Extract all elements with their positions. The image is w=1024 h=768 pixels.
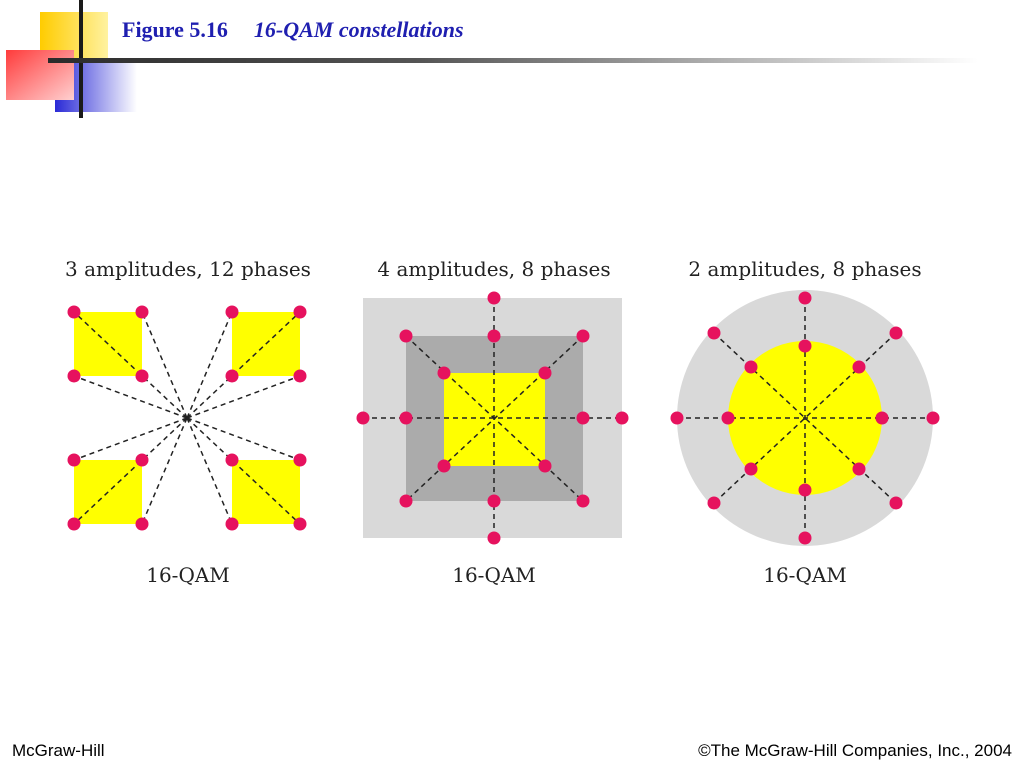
constellation-point [356, 411, 370, 425]
constellation-points-3 [670, 291, 940, 545]
diagram-1-title: 3 amplitudes, 12 phases [65, 257, 311, 281]
constellation-point [538, 459, 552, 473]
logo-decoration [6, 0, 137, 118]
diagram-3-title: 2 amplitudes, 8 phases [688, 257, 921, 281]
constellation-points-1 [67, 305, 307, 531]
phase-lines-3 [677, 298, 933, 538]
constellation-point [852, 360, 866, 374]
constellation-point [798, 531, 812, 545]
footer-publisher: McGraw-Hill [12, 741, 105, 760]
figure-caption: 16-QAM constellations [253, 17, 464, 42]
title-rule [48, 58, 978, 63]
constellation-point [889, 496, 903, 510]
constellation-point [225, 453, 239, 467]
constellation-point [538, 366, 552, 380]
constellation-point [707, 326, 721, 340]
constellation-point [721, 411, 735, 425]
constellation-point [225, 369, 239, 383]
constellation-point [875, 411, 889, 425]
constellation-3: 2 amplitudes, 8 phases 16- [670, 257, 940, 587]
constellation-point [576, 329, 590, 343]
constellation-point [67, 453, 81, 467]
constellation-point [293, 453, 307, 467]
constellation-point [399, 329, 413, 343]
constellation-point [135, 369, 149, 383]
constellation-point [487, 291, 501, 305]
constellation-point [399, 411, 413, 425]
constellation-1: 3 amplitudes, 12 phases [65, 257, 311, 587]
diagram-1-caption: 16-QAM [146, 563, 230, 587]
constellation-point [67, 369, 81, 383]
constellation-point [437, 459, 451, 473]
constellation-point [852, 462, 866, 476]
page-title: Figure 5.16 16-QAM constellations [122, 17, 464, 43]
constellation-point [798, 339, 812, 353]
constellation-point [487, 531, 501, 545]
constellation-point [615, 411, 629, 425]
constellation-point [225, 517, 239, 531]
constellation-point [798, 483, 812, 497]
diagram-2-caption: 16-QAM [452, 563, 536, 587]
constellation-point [576, 494, 590, 508]
constellation-point [487, 494, 501, 508]
figure-label: Figure 5.16 [122, 17, 228, 42]
constellation-point [576, 411, 590, 425]
constellation-points-2 [356, 291, 629, 545]
constellation-2: 4 amplitudes, 8 phases [356, 257, 629, 587]
constellation-point [67, 305, 81, 319]
constellation-point [487, 329, 501, 343]
constellation-point [744, 462, 758, 476]
constellation-point [135, 305, 149, 319]
constellation-point [135, 517, 149, 531]
constellation-point [293, 305, 307, 319]
constellation-point [225, 305, 239, 319]
constellation-point [926, 411, 940, 425]
constellation-point [67, 517, 81, 531]
phase-lines-1 [73, 311, 301, 525]
constellation-point [293, 517, 307, 531]
constellation-point [293, 369, 307, 383]
constellation-point [798, 291, 812, 305]
constellation-point [399, 494, 413, 508]
constellation-point [889, 326, 903, 340]
constellation-point [135, 453, 149, 467]
diagram-2-title: 4 amplitudes, 8 phases [377, 257, 610, 281]
constellation-point [670, 411, 684, 425]
constellation-point [437, 366, 451, 380]
constellation-point [744, 360, 758, 374]
constellation-point [707, 496, 721, 510]
diagram-3-caption: 16-QAM [763, 563, 847, 587]
footer-copyright: ©The McGraw-Hill Companies, Inc., 2004 [698, 741, 1012, 760]
